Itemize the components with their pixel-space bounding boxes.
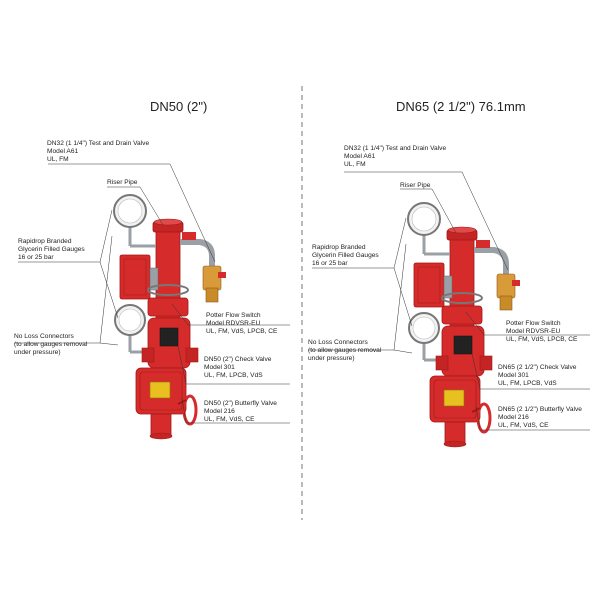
right-title: DN65 (2 1/2") 76.1mm <box>396 99 526 114</box>
svg-text:Model 216: Model 216 <box>498 414 529 421</box>
right-leader-lines <box>308 171 590 431</box>
svg-text:No Loss Connectors: No Loss Connectors <box>14 333 74 340</box>
svg-text:Potter Flow Switch: Potter Flow Switch <box>206 312 261 319</box>
svg-text:Rapidrop Branded: Rapidrop Branded <box>312 244 366 251</box>
left-callout-check-valve: DN50 (2") Check Valve Model 301 UL, FM, … <box>204 356 272 379</box>
svg-text:Riser Pipe: Riser Pipe <box>107 179 138 186</box>
svg-text:UL, FM, VdS, LPCB, CE: UL, FM, VdS, LPCB, CE <box>506 336 578 343</box>
svg-text:(to allow gauges removal: (to allow gauges removal <box>308 347 382 354</box>
svg-text:DN32 (1 1/4") Test and Drain V: DN32 (1 1/4") Test and Drain Valve <box>344 145 446 152</box>
svg-text:Glycerin Filled Gauges: Glycerin Filled Gauges <box>18 246 85 253</box>
svg-text:No Loss Connectors: No Loss Connectors <box>308 339 368 346</box>
svg-text:Rapidrop Branded: Rapidrop Branded <box>18 238 72 245</box>
svg-text:(to allow gauges removal: (to allow gauges removal <box>14 341 88 348</box>
svg-text:Model RDVSR-EU: Model RDVSR-EU <box>206 320 260 327</box>
left-callout-riser: Riser Pipe <box>107 179 138 186</box>
svg-text:Potter Flow Switch: Potter Flow Switch <box>506 320 561 327</box>
right-callout-check-valve: DN65 (2 1/2") Check Valve Model 301 UL, … <box>498 364 577 387</box>
svg-text:DN50 (2") Butterfly Valve: DN50 (2") Butterfly Valve <box>204 400 277 407</box>
right-callout-butterfly: DN65 (2 1/2") Butterfly Valve Model 216 … <box>498 406 582 429</box>
svg-text:16 or 25 bar: 16 or 25 bar <box>312 260 348 267</box>
right-callout-connectors: No Loss Connectors (to allow gauges remo… <box>308 339 382 362</box>
left-assembly: DN50 (2") DN32 (1 1/4") Test and Drain V… <box>14 99 290 439</box>
svg-text:Model 301: Model 301 <box>204 364 235 371</box>
left-title: DN50 (2") <box>150 99 207 114</box>
svg-text:Model 216: Model 216 <box>204 408 235 415</box>
svg-text:DN32 (1 1/4") Test and Drain V: DN32 (1 1/4") Test and Drain Valve <box>47 140 149 147</box>
left-callout-gauges: Rapidrop Branded Glycerin Filled Gauges … <box>18 238 85 261</box>
left-leader-lines <box>14 163 290 424</box>
svg-text:UL, FM, LPCB, VdS: UL, FM, LPCB, VdS <box>498 380 557 387</box>
svg-text:Model RDVSR-EU: Model RDVSR-EU <box>506 328 560 335</box>
svg-text:Riser Pipe: Riser Pipe <box>400 182 431 189</box>
svg-text:Glycerin Filled Gauges: Glycerin Filled Gauges <box>312 252 379 259</box>
svg-text:under pressure): under pressure) <box>14 349 61 356</box>
right-callout-test-drain: DN32 (1 1/4") Test and Drain Valve Model… <box>344 145 446 168</box>
svg-text:16 or 25 bar: 16 or 25 bar <box>18 254 54 261</box>
svg-text:UL, FM, VdS, CE: UL, FM, VdS, CE <box>204 416 255 423</box>
svg-text:Model 301: Model 301 <box>498 372 529 379</box>
left-callout-test-drain: DN32 (1 1/4") Test and Drain Valve Model… <box>47 140 149 163</box>
right-callout-flow-switch: Potter Flow Switch Model RDVSR-EU UL, FM… <box>506 320 578 343</box>
svg-text:UL, FM, VdS, LPCB, CE: UL, FM, VdS, LPCB, CE <box>206 328 278 335</box>
left-callout-connectors: No Loss Connectors (to allow gauges remo… <box>14 333 88 356</box>
svg-text:DN65 (2 1/2") Check Valve: DN65 (2 1/2") Check Valve <box>498 364 577 371</box>
svg-text:UL, FM: UL, FM <box>344 161 366 168</box>
left-callout-butterfly: DN50 (2") Butterfly Valve Model 216 UL, … <box>204 400 277 423</box>
svg-text:UL, FM, VdS, CE: UL, FM, VdS, CE <box>498 422 549 429</box>
svg-text:DN65 (2 1/2") Butterfly Valve: DN65 (2 1/2") Butterfly Valve <box>498 406 582 413</box>
right-assembly: DN65 (2 1/2") 76.1mm DN32 (1 1/4") Test … <box>308 99 590 447</box>
svg-text:UL, FM, LPCB, VdS: UL, FM, LPCB, VdS <box>204 372 263 379</box>
svg-text:Model A61: Model A61 <box>47 148 78 155</box>
right-callout-gauges: Rapidrop Branded Glycerin Filled Gauges … <box>312 244 379 267</box>
left-callout-flow-switch: Potter Flow Switch Model RDVSR-EU UL, FM… <box>206 312 278 335</box>
svg-text:under pressure): under pressure) <box>308 355 355 362</box>
svg-text:Model A61: Model A61 <box>344 153 375 160</box>
svg-text:DN50 (2") Check Valve: DN50 (2") Check Valve <box>204 356 272 363</box>
svg-text:UL, FM: UL, FM <box>47 156 69 163</box>
right-callout-riser: Riser Pipe <box>400 182 431 189</box>
